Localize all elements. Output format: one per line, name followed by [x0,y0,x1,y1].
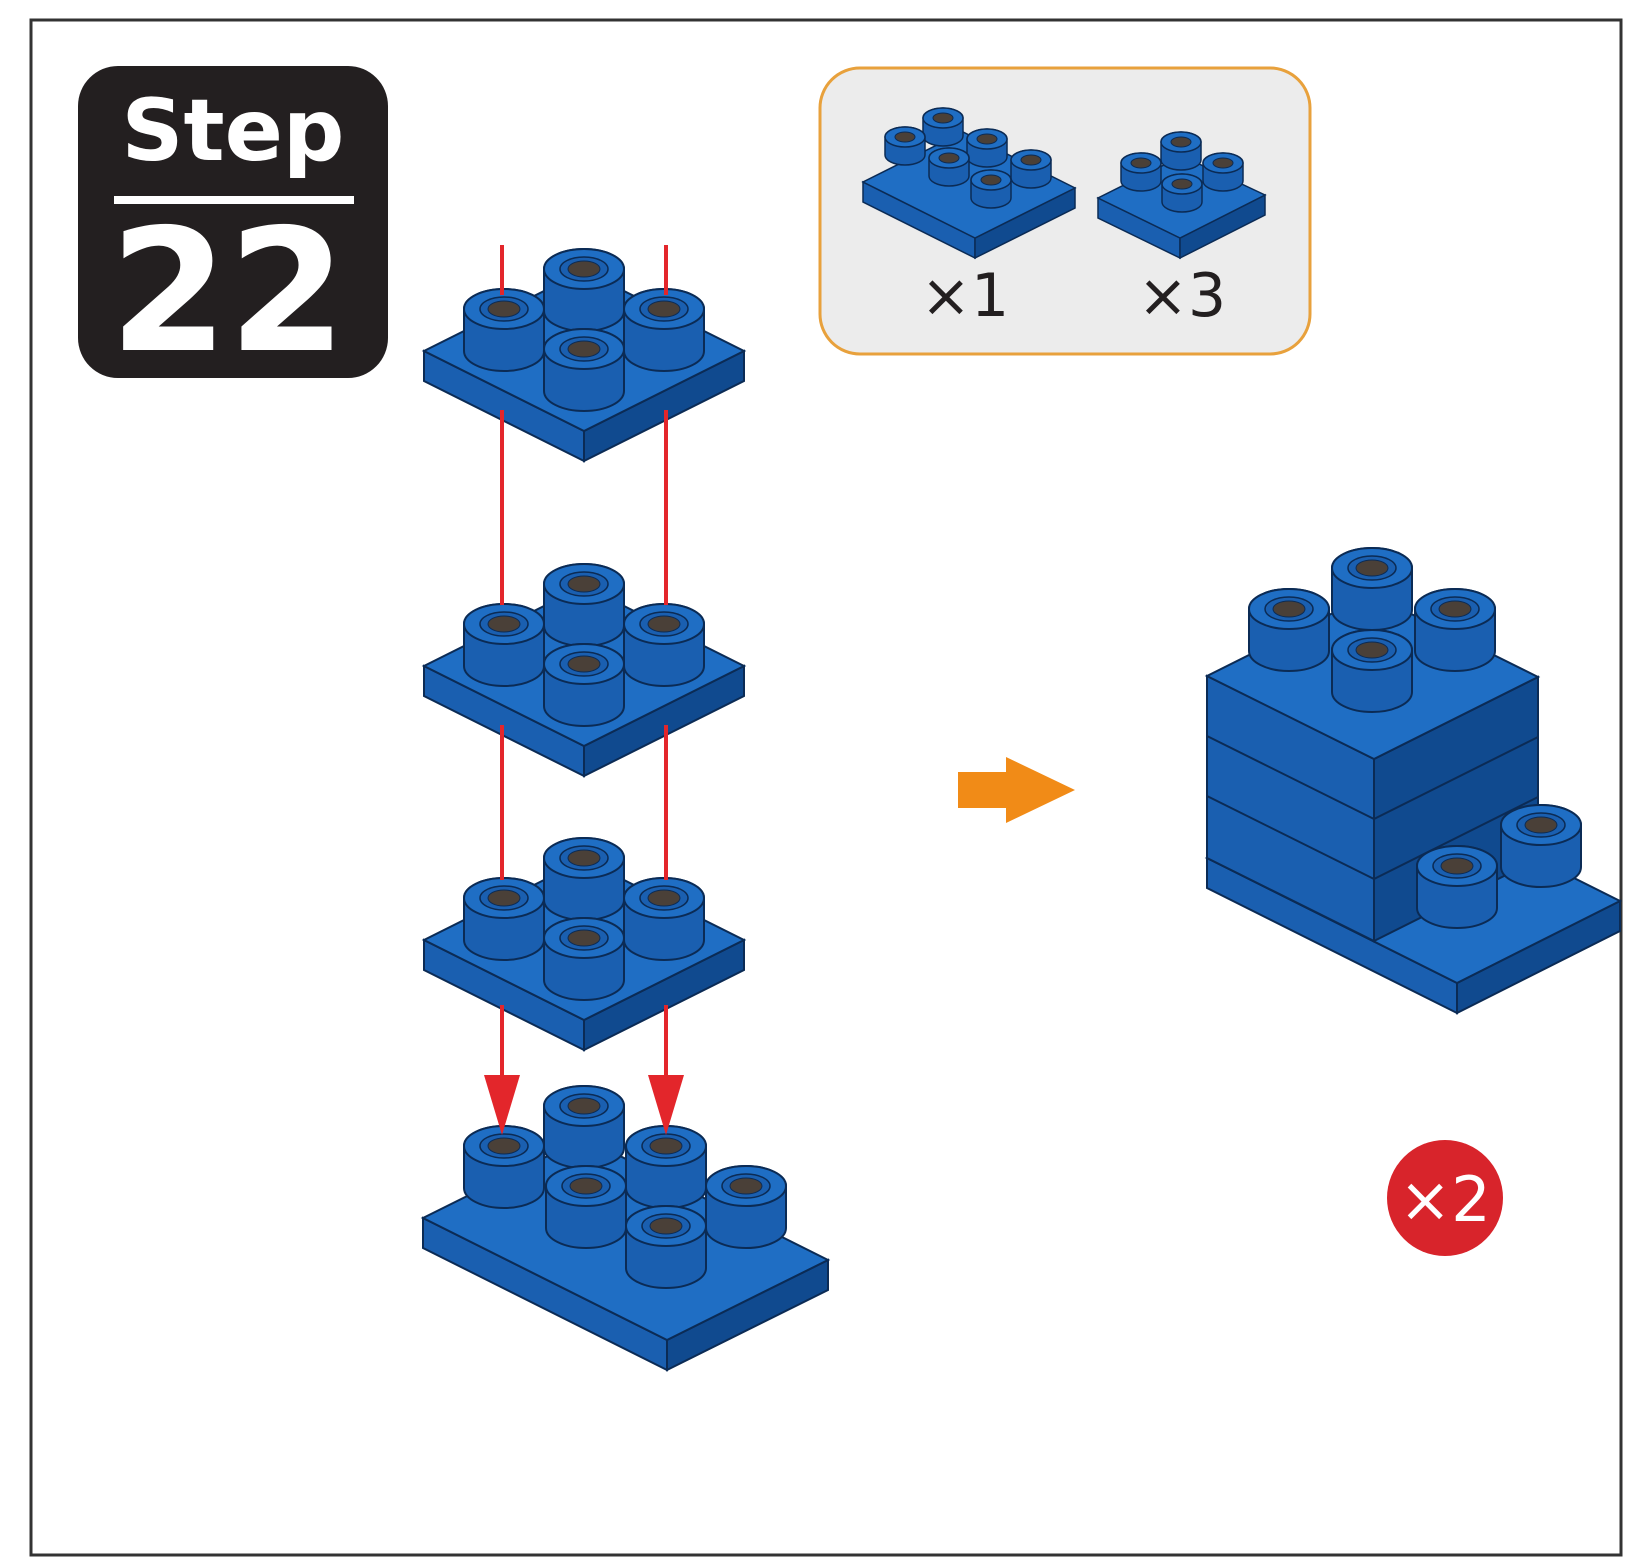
step-badge: Step 22 [78,66,388,391]
result-arrow [958,757,1075,823]
exploded-stack [420,249,831,1372]
parts-qty-2x2: ×3 [1138,261,1226,331]
brick-2x2-icon [1096,131,1267,260]
parts-box: ×1 ×3 [818,66,1312,356]
step-number: 22 [110,193,347,391]
arrow-left [484,245,520,1135]
arrow-right [648,245,684,1135]
multiplier-text: ×2 [1399,1163,1490,1236]
brick-2x3-base [420,1085,831,1372]
assembly-arrows [484,245,684,1135]
brick-2x3-icon [861,107,1077,260]
multiplier-badge: ×2 [1387,1140,1503,1256]
assembled-model [1204,547,1623,1015]
step-divider [114,196,354,204]
parts-qty-2x3: ×1 [921,261,1009,331]
step-label: Step [122,81,345,181]
